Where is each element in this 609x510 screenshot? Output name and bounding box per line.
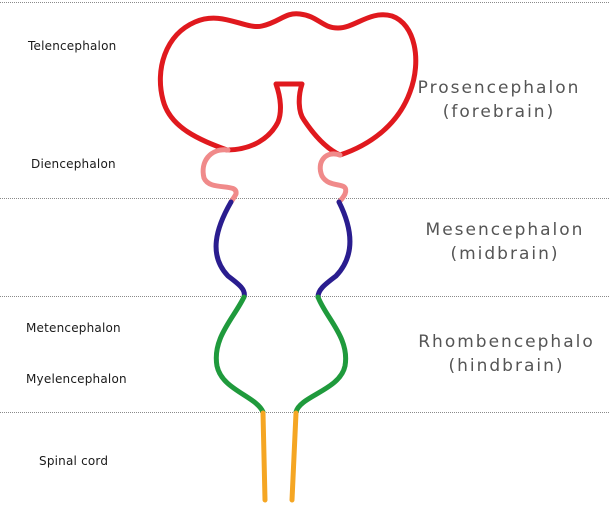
label-diencephalon: Diencephalon [31,157,116,171]
rhombencephalon-common-name: (hindbrain) [404,354,609,378]
rhombencephalon-left-wall [216,297,263,412]
label-prosencephalon: Prosencephalon (forebrain) [414,76,584,124]
telencephalon-segment [160,14,415,155]
label-mesencephalon: Mesencephalon (midbrain) [420,218,590,266]
mesencephalon-name: Mesencephalon [420,218,590,242]
label-telencephalon: Telencephalon [28,39,116,53]
mesencephalon-left-wall [216,202,244,297]
label-rhombencephalon: Rhombencephalo (hindbrain) [404,330,609,378]
mesencephalon-common-name: (midbrain) [420,242,590,266]
mesencephalon-right-wall [318,202,350,297]
diencephalon-left-wall [203,150,236,202]
rhombencephalon-right-wall [296,297,346,412]
prosencephalon-common-name: (forebrain) [414,100,584,124]
diencephalon-right-wall [320,154,346,202]
rhombencephalon-name: Rhombencephalo [404,330,609,354]
prosencephalon-name: Prosencephalon [414,76,584,100]
label-myelencephalon: Myelencephalon [26,372,127,386]
spinal-cord-left-wall [263,413,265,500]
label-spinal-cord: Spinal cord [39,454,108,468]
spinal-cord-right-wall [292,413,296,500]
label-metencephalon: Metencephalon [26,321,121,335]
